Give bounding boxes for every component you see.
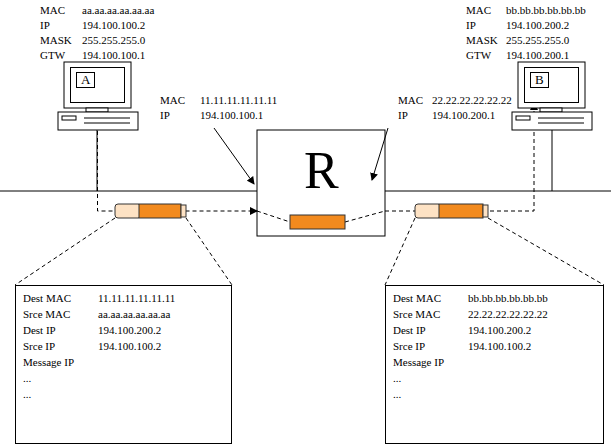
address-value: 255.255.255.0 [82,34,145,47]
address-value: 194.100.100.1 [82,49,145,62]
router-letter: R [304,143,339,199]
address-value: 255.255.255.0 [506,34,569,47]
address-field-name: MASK [40,34,72,47]
packet-frame-table: Dest MAC 11.11.11.11.11.11Srce MAC aa.aa.a… [15,285,232,444]
zoom-leader [15,218,604,285]
address-field-name: IP [466,19,476,32]
field-name: Message IP [393,356,444,369]
field-value: 194.100.200.2 [468,324,531,337]
address-field-name: MAC [160,94,185,107]
field-name: ... [23,372,31,385]
field-value: 22.22.22.22.22.22 [468,308,548,321]
computer-b [512,62,592,191]
field-name: Srce IP [23,340,55,353]
address-field-name: GTW [466,49,491,62]
address-value: 22.22.22.22.22.22 [432,94,512,107]
callout-arrow [372,128,388,180]
address-value: 11.11.11.11.11.11 [200,94,277,107]
address-field-name: MASK [466,34,498,47]
field-name: ... [393,372,401,385]
network-cable [0,191,257,192]
address-field-name: MAC [398,94,423,107]
address-field-name: GTW [40,49,65,62]
field-name: Srce MAC [23,308,70,321]
network-cable [385,191,611,192]
field-value: bb.bb.bb.bb.bb.bb [468,292,548,305]
packet-left [115,204,186,218]
packet-right [415,204,488,218]
address-field-name: MAC [40,4,65,17]
packet-frame-table: Dest MAC bb.bb.bb.bb.bb.bbSrce MAC 22.22.2… [385,285,604,444]
screen-a: A [70,67,125,103]
field-name: ... [23,388,31,401]
field-name: Message IP [23,356,74,369]
screen-b: B [524,67,579,103]
field-name: Dest MAC [23,292,71,305]
field-value: aa.aa.aa.aa.aa.aa [98,308,170,321]
field-value: 11.11.11.11.11.11 [98,292,175,305]
host-letter: A [76,72,95,88]
address-value: 194.100.200.1 [432,109,495,122]
router-box [257,130,385,236]
field-value: 194.100.100.2 [468,340,531,353]
address-field-name: IP [398,109,408,122]
address-value: 194.100.200.1 [506,49,569,62]
field-value: 194.100.100.2 [98,340,161,353]
address-value: aa.aa.aa.aa.aa.aa [82,4,154,17]
address-value: bb.bb.bb.bb.bb.bb [506,4,586,17]
callout-arrow [214,128,254,184]
field-name: Dest MAC [393,292,441,305]
address-field-name: IP [160,109,170,122]
address-field-name: MAC [466,4,491,17]
field-name: ... [393,388,401,401]
router: R [258,131,384,235]
address-value: 194.100.100.1 [200,109,263,122]
field-name: Srce MAC [393,308,440,321]
host-letter: B [530,72,549,88]
field-name: Dest IP [23,324,56,337]
field-value: 194.100.200.2 [98,324,161,337]
field-name: Srce IP [393,340,425,353]
address-value: 194.100.100.2 [82,19,145,32]
address-value: 194.100.200.2 [506,19,569,32]
packet-router [290,215,345,229]
computer-a [58,62,138,191]
address-field-name: IP [40,19,50,32]
field-name: Dest IP [393,324,426,337]
